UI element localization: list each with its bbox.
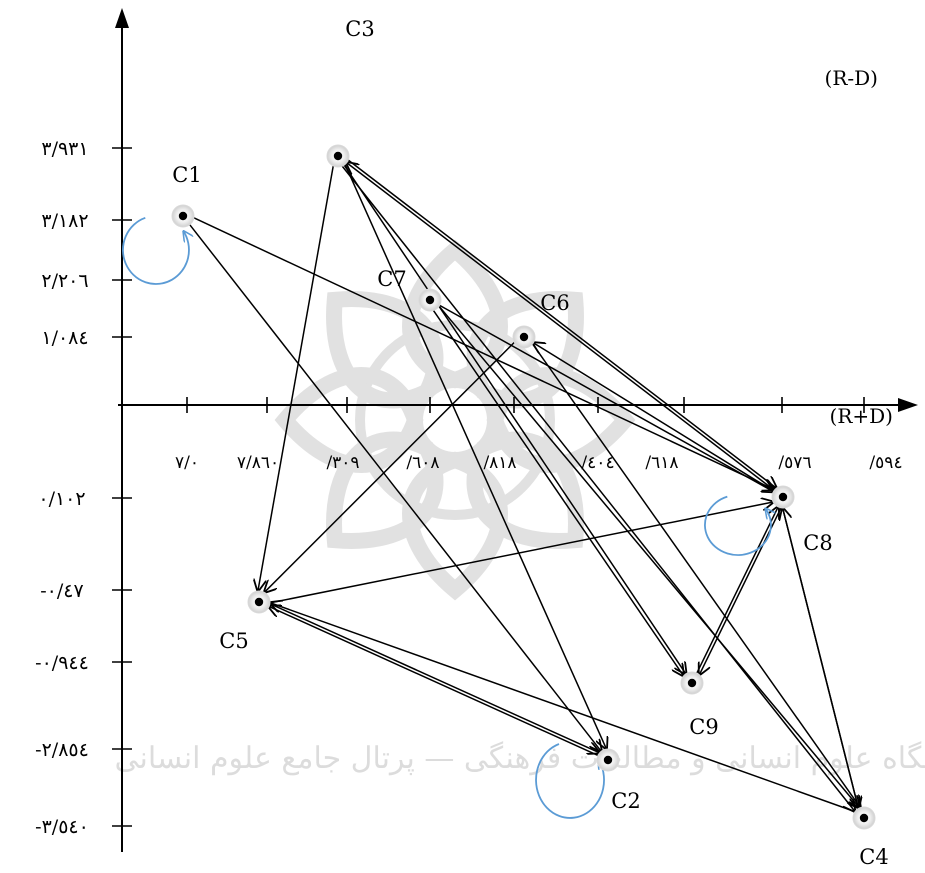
- edge-C4-C8: [783, 507, 860, 812]
- node-label: C4: [859, 845, 888, 869]
- edge-C1-C8: [191, 216, 776, 490]
- node-label: C5: [219, 629, 248, 653]
- edge-C7-C9: [431, 307, 684, 676]
- y-tick-label: ۰/۱۰۲: [38, 488, 85, 510]
- diagram-title: C3: [345, 17, 374, 41]
- y-tick-label: -۳/٥٤۰: [35, 816, 89, 838]
- edge-C5-C8: [267, 502, 773, 605]
- x-axis-label: (R+D): [830, 404, 893, 428]
- x-tick-label: /٤۰٤: [581, 453, 614, 473]
- edge-C8-C3: [346, 162, 778, 493]
- x-tick-label: ۷/۰: [175, 453, 199, 473]
- watermark-text: پژوهشگاه علوم انسانی و مطالعات فرهنگی — …: [114, 741, 925, 776]
- edge-C3-C5: [258, 163, 335, 591]
- node-dot: [687, 678, 697, 688]
- y-ticks: ۳/۹۳۱ ۳/۱۸۲ ۲/۲۰٦ ۱/۰۸٤ ۰/۱۰۲ -۰/٤۷ -۰/۹٤٤ -۲/۸…: [35, 138, 132, 838]
- node-C6: C6: [512, 291, 570, 349]
- node-C3: [326, 144, 350, 168]
- edge-C3-C2: [343, 161, 607, 750]
- x-tick-label: /۸۱۸: [483, 453, 516, 473]
- edge-C3-C8: [345, 157, 777, 489]
- y-tick-label: -۲/۸٥٤: [35, 739, 89, 761]
- y-tick-label: ۳/۹۳۱: [41, 138, 88, 160]
- edge-C5-C2: [267, 601, 601, 754]
- node-dot: [254, 597, 264, 607]
- y-tick-label: -۰/٤۷: [40, 580, 83, 602]
- edge-C3-C4: [340, 163, 856, 812]
- edges: [187, 157, 861, 814]
- y-axis-arrowhead: [115, 8, 129, 28]
- node-dot: [178, 211, 188, 221]
- node-dot: [778, 492, 788, 502]
- y-tick-label: ۲/۲۰٦: [41, 270, 88, 292]
- node-C9: C9: [680, 671, 719, 739]
- edge-C6-C4: [530, 341, 861, 808]
- edge-C7-C4: [436, 303, 860, 808]
- edge-C3-C9: [341, 162, 687, 675]
- x-tick-label: /۳۰۹: [326, 453, 359, 473]
- x-tick-label: /٥۷٦: [778, 453, 811, 473]
- node-label: C7: [377, 267, 406, 291]
- node-dot: [425, 295, 435, 305]
- node-label: C1: [172, 163, 201, 187]
- y-tick-label: -۰/۹٤٤: [35, 652, 89, 674]
- watermark-emblem: [274, 239, 636, 601]
- x-tick-label: /٦۱۸: [645, 453, 678, 473]
- node-label: C8: [803, 531, 832, 555]
- node-C1: C1: [171, 163, 202, 228]
- node-C7: C7: [377, 267, 442, 312]
- x-tick-label: ۷/۸٦۰: [237, 453, 279, 473]
- self-loop-C8: [704, 495, 771, 556]
- node-dot: [859, 813, 869, 823]
- x-tick-label: /٦۰۸: [406, 453, 439, 473]
- edge-C4-C5: [269, 603, 858, 814]
- node-label: C2: [611, 789, 640, 813]
- edge-C1-C2: [187, 221, 602, 752]
- y-axis-label: (R-D): [825, 66, 878, 90]
- y-tick-label: ۳/۱۸۲: [41, 210, 88, 232]
- node-dot: [519, 332, 529, 342]
- self-loop-C2: [535, 743, 604, 819]
- edge-C8-C6: [533, 342, 777, 494]
- node-C4: C4: [852, 806, 889, 869]
- node-label: C9: [689, 715, 718, 739]
- axes: [115, 8, 918, 852]
- x-tick-label: /٥۹٤: [869, 453, 902, 473]
- x-axis-arrowhead: [898, 398, 918, 412]
- self-loop-C1: [122, 216, 189, 285]
- edge-C6-C5: [264, 339, 517, 593]
- x-ticks: ۷/۰ ۷/۸٦۰/۳۰۹/٦۰۸/۸۱۸/٤۰٤/٦۱۸/٥۷٦/٥۹٤: [175, 397, 903, 473]
- y-tick-label: ۱/۰۸٤: [41, 327, 88, 349]
- node-label: C6: [540, 291, 569, 315]
- node-dot: [333, 151, 343, 161]
- node-C5: C5: [219, 590, 271, 653]
- edge-C7-C8: [436, 303, 774, 492]
- edge-C9-C8: [694, 506, 779, 677]
- node-dot: [603, 755, 613, 765]
- edge-C2-C5: [268, 606, 602, 758]
- node-C2: C2: [596, 748, 641, 813]
- node-C8: C8: [771, 485, 833, 555]
- self-loops: [122, 216, 771, 819]
- edge-C8-C9: [699, 505, 783, 676]
